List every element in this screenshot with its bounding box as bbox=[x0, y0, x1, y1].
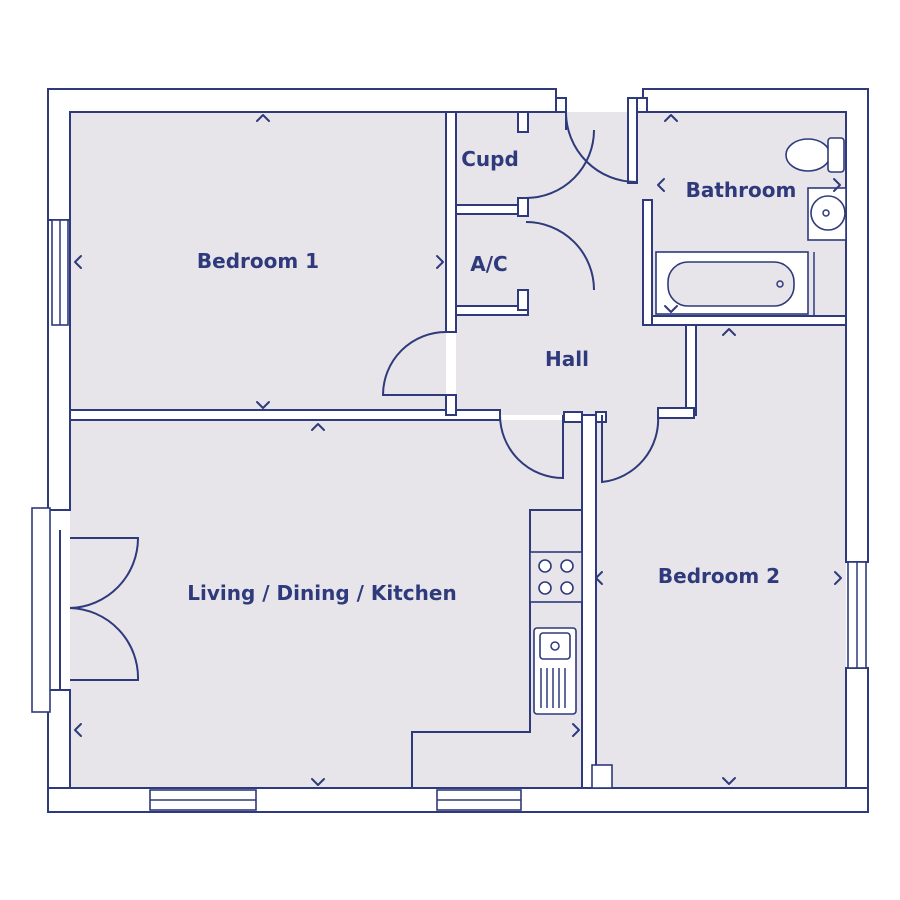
dimension-marker bbox=[311, 423, 325, 431]
wall-bathroom-left bbox=[642, 199, 653, 326]
label-bathroom: Bathroom bbox=[686, 178, 797, 202]
label-living: Living / Dining / Kitchen bbox=[187, 581, 456, 605]
wall-cupd-right-bottom bbox=[517, 197, 529, 217]
label-cupd: Cupd bbox=[461, 147, 519, 171]
sink-drainer bbox=[540, 668, 566, 708]
dimension-marker bbox=[74, 255, 82, 269]
windows bbox=[31, 219, 867, 811]
hob-ring bbox=[560, 559, 574, 573]
label-bedroom1: Bedroom 1 bbox=[197, 249, 319, 273]
cupd-floor bbox=[456, 112, 526, 205]
living-floor bbox=[70, 420, 582, 788]
dimension-marker bbox=[834, 571, 842, 585]
dimension-marker bbox=[722, 777, 736, 785]
boiler-box bbox=[591, 764, 613, 789]
dimension-marker bbox=[74, 723, 82, 737]
toilet-bowl bbox=[785, 138, 831, 172]
door-bedroom2 bbox=[601, 414, 660, 484]
bath-drain bbox=[776, 280, 784, 288]
label-ac: A/C bbox=[470, 252, 507, 276]
dimension-marker bbox=[436, 255, 444, 269]
door-living bbox=[499, 414, 564, 480]
door-swings bbox=[59, 111, 660, 690]
patio-door-frame bbox=[31, 507, 51, 713]
dimension-markers bbox=[74, 114, 842, 786]
door-patio-top bbox=[69, 537, 140, 609]
dimension-marker bbox=[833, 178, 841, 192]
toilet-cistern bbox=[827, 137, 845, 173]
bathtub bbox=[667, 261, 795, 307]
wall-living-bedroom2 bbox=[581, 414, 597, 789]
wall-left-lower bbox=[47, 689, 71, 789]
door-cupd bbox=[525, 129, 595, 199]
wall-bedroom1-living bbox=[69, 409, 501, 421]
dimension-marker bbox=[722, 328, 736, 336]
wall-entry-right bbox=[555, 97, 567, 113]
wall-cupd-right-top bbox=[517, 111, 529, 133]
hob-unit bbox=[529, 551, 583, 603]
kitchen-units bbox=[411, 509, 613, 789]
dimension-marker bbox=[256, 401, 270, 409]
basin-bowl bbox=[810, 195, 846, 231]
door-patio-bottom bbox=[69, 607, 140, 681]
bedroom1-floor bbox=[70, 112, 446, 410]
dimension-marker bbox=[664, 305, 678, 313]
label-bedroom2: Bedroom 2 bbox=[658, 564, 780, 588]
dimension-marker bbox=[657, 178, 665, 192]
wall-ac-right-bottom bbox=[517, 289, 529, 311]
dimension-marker bbox=[256, 114, 270, 122]
sink-drain bbox=[550, 641, 560, 651]
room-labels: Bedroom 1 Cupd A/C Bathroom Hall Living … bbox=[187, 147, 796, 605]
door-bedroom1 bbox=[381, 331, 447, 396]
dimension-marker bbox=[572, 723, 580, 737]
door-ac bbox=[525, 221, 595, 291]
dimension-marker bbox=[311, 778, 325, 786]
hob-ring bbox=[560, 581, 574, 595]
hob-ring bbox=[538, 559, 552, 573]
wall-bathroom-left-top bbox=[627, 97, 638, 184]
dimension-marker bbox=[595, 571, 603, 585]
dimension-marker bbox=[664, 114, 678, 122]
hob-ring bbox=[538, 581, 552, 595]
label-hall: Hall bbox=[545, 347, 589, 371]
sink-bowl bbox=[539, 632, 571, 660]
basin-drain bbox=[822, 209, 830, 217]
wall-bathroom-bottom bbox=[651, 315, 847, 326]
wall-hall-bedroom2-bottom bbox=[657, 407, 695, 419]
wall-bedroom1-hall-lower bbox=[445, 394, 457, 416]
wall-hall-left-stub bbox=[563, 411, 583, 423]
wall-entry-left bbox=[636, 97, 648, 113]
wall-bedroom1-hall-upper bbox=[445, 111, 457, 333]
ac-floor bbox=[456, 214, 526, 306]
kitchen-counter bbox=[411, 509, 582, 788]
bathroom-fixtures bbox=[655, 137, 847, 316]
wall-hall-bedroom2-right bbox=[685, 324, 697, 416]
